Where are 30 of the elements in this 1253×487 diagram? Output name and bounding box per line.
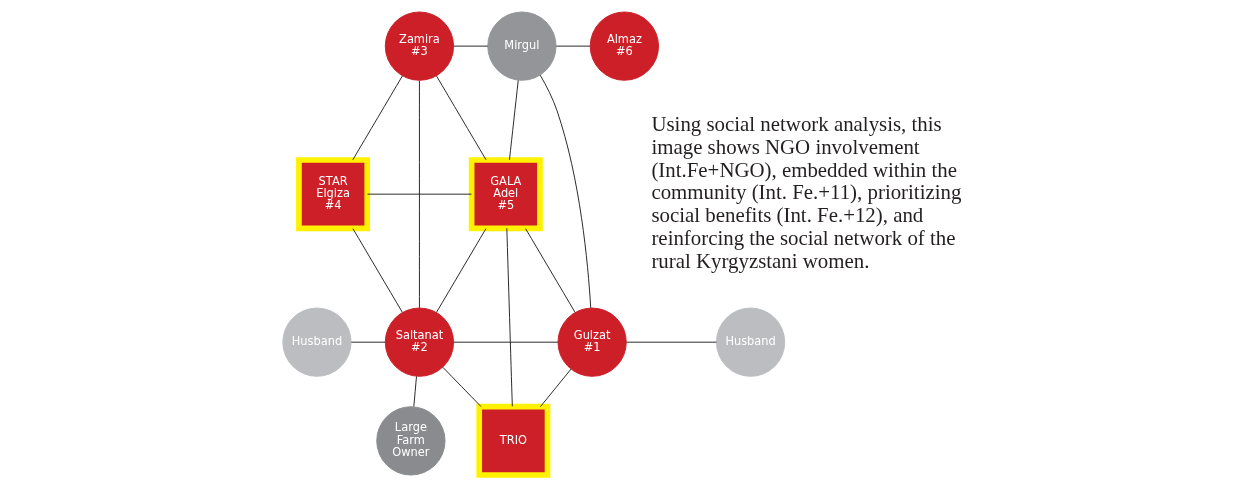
connector [524, 228, 575, 313]
node-circle: Mirgul [486, 11, 557, 81]
connector [418, 80, 420, 309]
connector [452, 341, 558, 343]
connector [452, 45, 488, 47]
node-circle: Husband [281, 307, 352, 377]
connector [366, 193, 472, 195]
node-circle: Zamira #3 [384, 11, 454, 81]
node-circle: Husband [715, 307, 785, 377]
connector [625, 341, 717, 343]
label: Using social network analysis, this image shows NGO involvement (Int.Fe+NGO), embedded within the community (Int. Fe.+11), prioritizing social benefits (Int. Fe.+12), and reinforcing the social network of the rural Kyrgyzstani women. [650, 112, 961, 273]
connector [351, 75, 403, 161]
connector [539, 74, 591, 309]
node-box: TRIO [475, 403, 550, 478]
node-circle: Large Farm Owner [375, 406, 446, 476]
node-circle: Gulzat #1 [557, 307, 627, 377]
connector [441, 366, 481, 408]
node-circle: Saltanat #2 [384, 307, 454, 377]
connector [508, 79, 519, 161]
connector [555, 45, 591, 47]
node-box: STAR Elgiza #4 [295, 157, 370, 232]
node-circle: Almaz #6 [589, 11, 659, 81]
connector [350, 341, 386, 343]
connector [505, 227, 513, 407]
connector [435, 228, 486, 313]
connector [539, 368, 571, 408]
connector [435, 75, 486, 161]
connector [351, 228, 403, 313]
connector [412, 375, 417, 408]
node-box: GALA Adel #5 [468, 157, 543, 232]
